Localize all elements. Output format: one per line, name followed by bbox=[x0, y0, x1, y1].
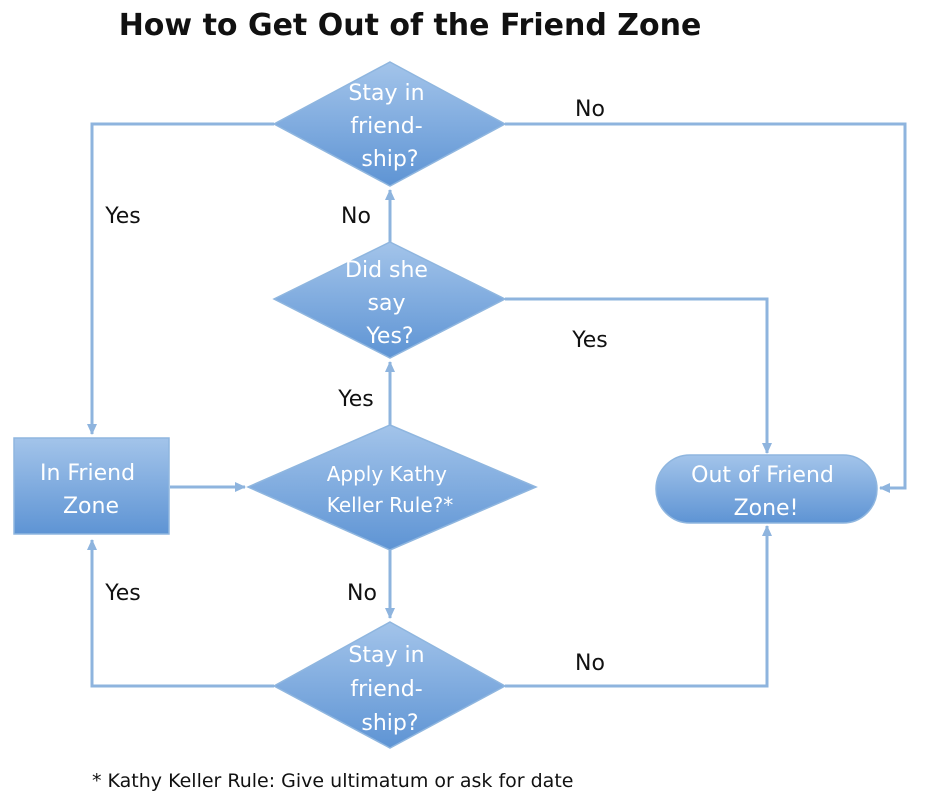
decision-did-she-line-3: Yes? bbox=[365, 324, 413, 349]
label-stay-bottom-yes: Yes bbox=[104, 581, 141, 606]
decision-stay-bottom-line-2: friend- bbox=[350, 677, 422, 702]
label-did-she-yes: Yes bbox=[571, 328, 608, 353]
svg-text:Stay in friend- sh: Stay in friend- ship? bbox=[348, 643, 431, 736]
edge-did-she-yes bbox=[505, 297, 772, 454]
label-stay-top-no: No bbox=[575, 97, 605, 122]
label-stay-bottom-no: No bbox=[575, 651, 605, 676]
label-apply-no: No bbox=[347, 581, 377, 606]
terminal-out-line-2: Zone! bbox=[734, 496, 799, 521]
edge-stay-top-no bbox=[505, 122, 907, 493]
svg-text:In Friend Zone: In Friend Zone bbox=[40, 461, 142, 519]
decision-stay-bottom-line-1: Stay in bbox=[348, 643, 424, 668]
state-in-friend-zone: In Friend Zone bbox=[13, 437, 170, 535]
svg-text:Stay in friend- sh: Stay in friend- ship? bbox=[348, 81, 431, 172]
decision-apply-line-2: Keller Rule?* bbox=[327, 493, 454, 517]
decision-stay-bottom-line-3: ship? bbox=[361, 711, 418, 736]
terminal-out-line-1: Out of Friend bbox=[691, 463, 834, 488]
decision-apply-kathy-keller-rule: Apply Kathy Keller Rule?* bbox=[246, 424, 538, 551]
edge-stay-bottom-yes bbox=[87, 539, 274, 688]
svg-text:Apply Kathy Keller Rule?: Apply Kathy Keller Rule?* bbox=[327, 462, 454, 517]
decision-stay-top-line-2: friend- bbox=[350, 114, 422, 139]
label-did-she-no: No bbox=[341, 204, 371, 229]
edge-stay-top-yes bbox=[87, 122, 274, 435]
svg-text:Out of Friend Zone!: Out of Friend Zone! bbox=[691, 463, 841, 521]
decision-stay-in-friendship-top: Stay in friend- ship? bbox=[272, 61, 507, 187]
diagram-title: How to Get Out of the Friend Zone bbox=[119, 8, 702, 43]
decision-stay-top-line-1: Stay in bbox=[348, 81, 424, 106]
decision-stay-top-line-3: ship? bbox=[361, 147, 418, 172]
decision-apply-line-1: Apply Kathy bbox=[327, 462, 447, 486]
state-in-friend-zone-line-2: Zone bbox=[63, 494, 119, 519]
decision-did-she-line-2: say bbox=[368, 291, 406, 316]
label-apply-yes: Yes bbox=[337, 387, 374, 412]
state-in-friend-zone-line-1: In Friend bbox=[40, 461, 135, 486]
edge-stay-bottom-no bbox=[505, 525, 772, 688]
terminal-out-of-friend-zone: Out of Friend Zone! bbox=[655, 454, 878, 524]
decision-did-she-line-1: Did she bbox=[345, 258, 428, 283]
label-stay-top-yes: Yes bbox=[104, 204, 141, 229]
decision-did-she-say-yes: Did she say Yes? bbox=[272, 241, 507, 359]
svg-text:Did she say Yes?: Did she say Yes? bbox=[345, 258, 435, 349]
footnote: * Kathy Keller Rule: Give ultimatum or a… bbox=[92, 770, 573, 792]
decision-stay-in-friendship-bottom: Stay in friend- ship? bbox=[272, 621, 507, 749]
